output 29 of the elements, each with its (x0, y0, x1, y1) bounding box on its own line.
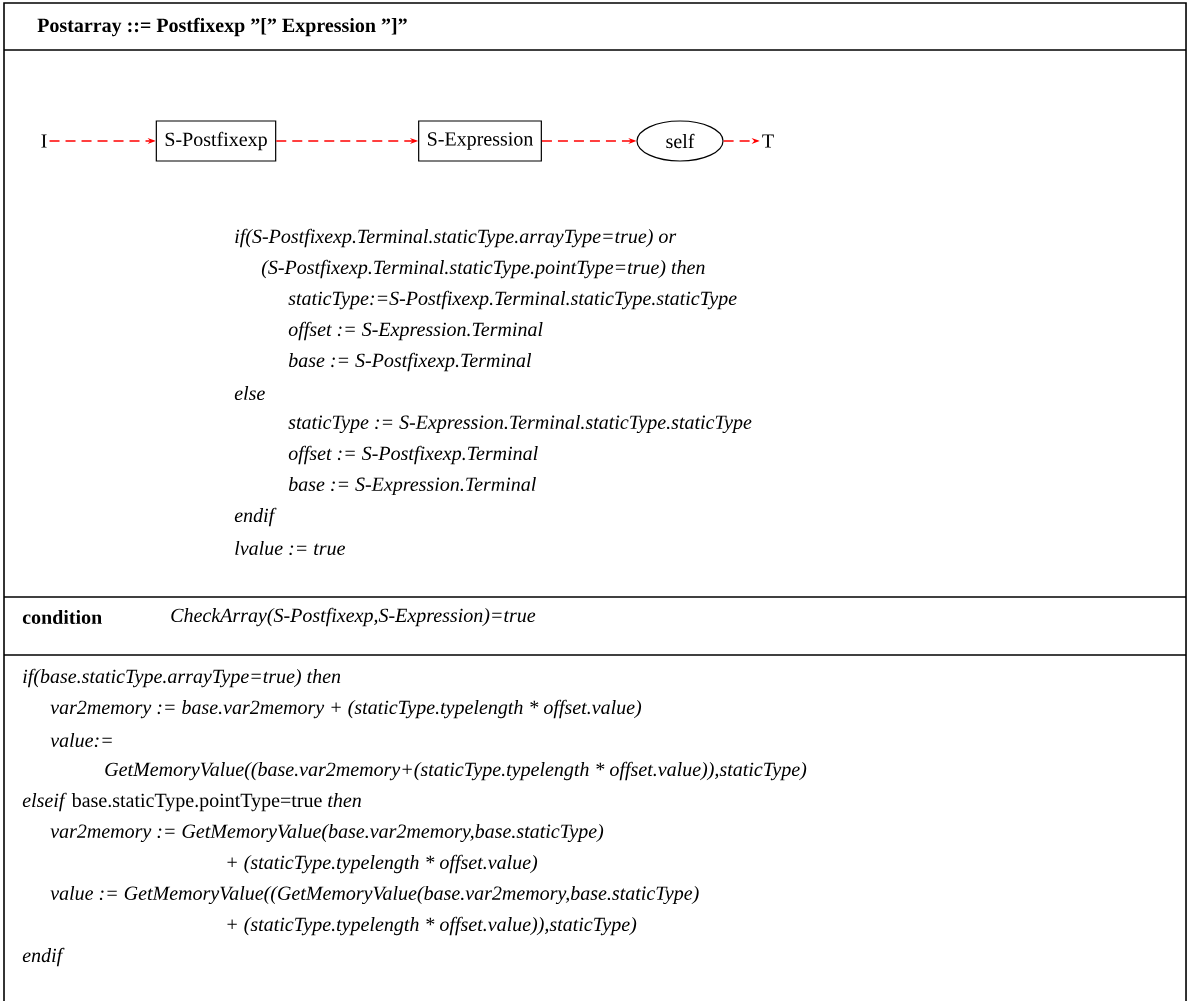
code-line: endif (234, 507, 277, 527)
code-line: if(base.staticType.arrayType=true) then (23, 668, 341, 688)
condition-text: CheckArray(S-Postfixexp,S-Expression)=true (171, 607, 536, 627)
code-line: var2memory := base.var2memory + (staticType.typelength * offset.value) (50, 699, 642, 719)
code-line: else (234, 385, 265, 401)
process-box: S-Postfixexp (155, 120, 277, 162)
end-label: T (762, 134, 774, 148)
code-line: var2memory := GetMemoryValue(base.var2memory,base.staticType) (50, 823, 604, 843)
code-line: lvalue := true (235, 540, 345, 556)
title: Postarray ::= Postfixexp ”[” Expression ”]” (37, 17, 407, 37)
code-line: GetMemoryValue((base.var2memory+(staticType.typelength * offset.value)),staticType) (105, 761, 807, 781)
code-line: staticType:=S-Postfixexp.Terminal.staticType.staticType (288, 290, 737, 310)
code-line: offset := S-Postfixexp.Terminal (288, 445, 538, 465)
code-line: value := GetMemoryValue((GetMemoryValue(base.var2memory,base.staticType) (50, 885, 699, 905)
code-line: base := S-Expression.Terminal (288, 476, 536, 496)
code-line: value:= (50, 732, 112, 748)
code-line: (S-Postfixexp.Terminal.staticType.pointType=true) then (261, 259, 705, 279)
code-line: staticType := S-Expression.Terminal.staticType.staticType (288, 414, 752, 434)
code-line: + (staticType.typelength * offset.value)),staticType) (227, 916, 637, 936)
ellipse-node: self (636, 120, 724, 162)
code-line: endif (22, 947, 65, 967)
keyword: condition (22, 609, 102, 625)
start-label: I (41, 134, 47, 148)
code-line: + (staticType.typelength * offset.value) (227, 854, 538, 874)
code-line: offset := S-Expression.Terminal (288, 321, 543, 341)
code-line: elseif base.staticType.pointType=true then (22, 792, 361, 812)
code-line: base := S-Postfixexp.Terminal (288, 352, 532, 372)
code-line: if(S-Postfixexp.Terminal.staticType.arrayType=true) or (235, 228, 677, 248)
process-box: S-Expression (418, 120, 542, 162)
